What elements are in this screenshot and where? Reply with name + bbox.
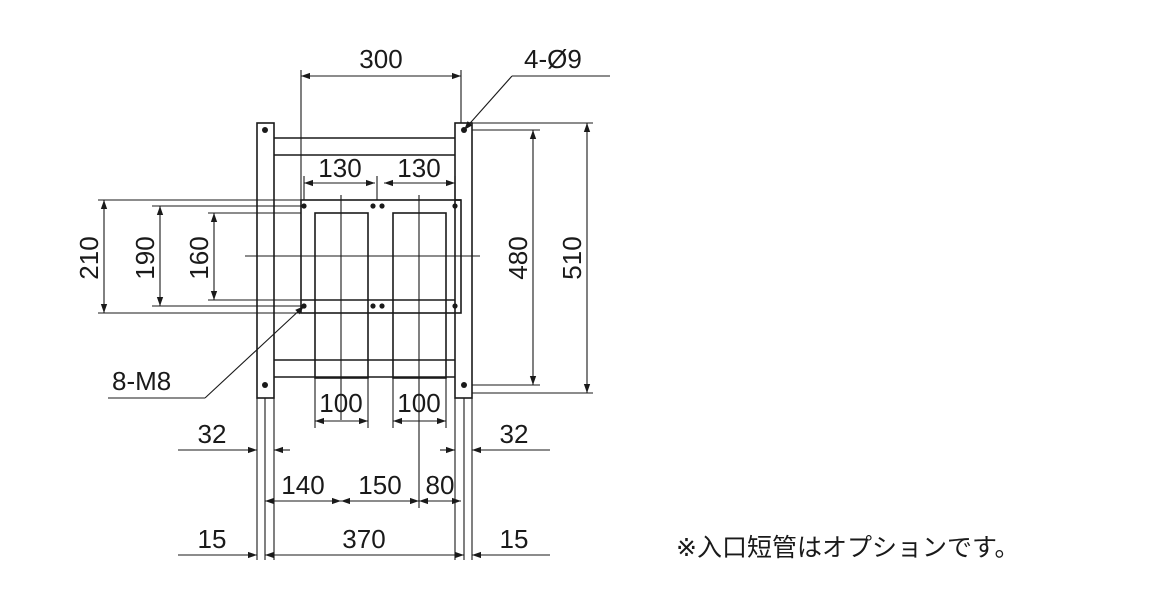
leader-bolts xyxy=(204,305,305,399)
label-80: 80 xyxy=(426,470,455,500)
left-leg xyxy=(256,122,275,399)
dim-bottom-total: 15 370 15 xyxy=(178,398,550,560)
label-130-right: 130 xyxy=(397,153,440,183)
label-160: 160 xyxy=(184,236,214,279)
bolts-callout: 8-M8 xyxy=(108,305,305,399)
dim-right-verticals: 480 510 xyxy=(472,122,593,394)
label-32-right: 32 xyxy=(500,419,529,449)
leader-holes xyxy=(463,75,513,131)
bolt-8 xyxy=(452,303,458,309)
dim-300: 300 xyxy=(300,44,462,200)
bolt-7 xyxy=(379,303,385,309)
inlet-assembly xyxy=(245,195,480,420)
label-32-left: 32 xyxy=(198,419,227,449)
bolt-4 xyxy=(452,203,458,209)
label-210: 210 xyxy=(74,236,104,279)
label-15-right: 15 xyxy=(500,524,529,554)
label-15-left: 15 xyxy=(198,524,227,554)
label-190: 190 xyxy=(130,236,160,279)
label-100-right: 100 xyxy=(397,388,440,418)
label-150: 150 xyxy=(358,470,401,500)
label-300: 300 xyxy=(359,44,402,74)
hole-bottom-left xyxy=(262,382,268,388)
dim-140-150-80: 140 150 80 xyxy=(265,420,461,508)
dim-left-verticals: 210 190 160 xyxy=(74,199,304,314)
dim-32: 32 32 xyxy=(178,419,550,454)
hole-bottom-right xyxy=(461,382,467,388)
label-140: 140 xyxy=(281,470,324,500)
label-370: 370 xyxy=(342,524,385,554)
label-480: 480 xyxy=(503,236,533,279)
dim-130: 130 130 xyxy=(303,153,456,200)
bolt-markers xyxy=(262,127,467,388)
dim-100: 100 100 xyxy=(314,378,447,428)
label-holes: 4-Ø9 xyxy=(524,44,582,74)
bolt-3 xyxy=(379,203,385,209)
hole-top-left xyxy=(262,127,268,133)
label-130-left: 130 xyxy=(318,153,361,183)
label-510: 510 xyxy=(557,236,587,279)
bolt-2 xyxy=(370,203,376,209)
holes-callout: 4-Ø9 xyxy=(463,44,610,131)
label-100-left: 100 xyxy=(319,388,362,418)
label-bolts: 8-M8 xyxy=(112,366,171,396)
right-leg xyxy=(454,122,473,399)
bolt-6 xyxy=(370,303,376,309)
option-note: ※入口短管はオプションです。 xyxy=(676,533,1020,562)
